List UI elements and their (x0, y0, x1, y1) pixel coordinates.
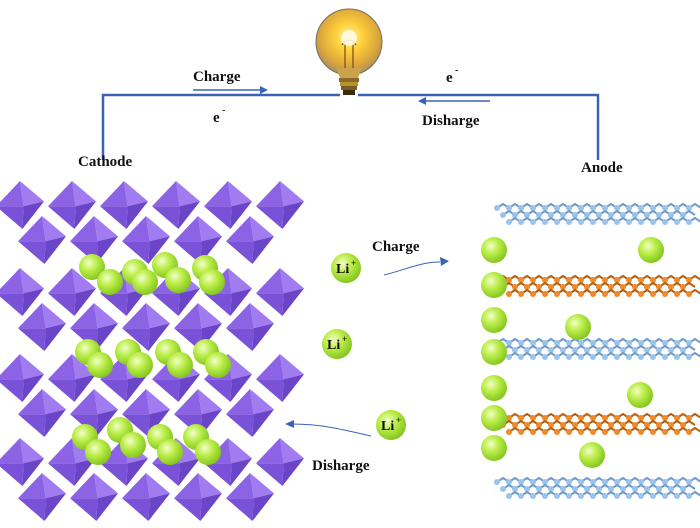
octahedron (204, 181, 252, 229)
svg-text:-: - (222, 105, 225, 116)
svg-text:e: e (213, 110, 220, 126)
octahedron (18, 473, 66, 521)
lithium-sphere (195, 439, 221, 465)
lithium-sphere (167, 352, 193, 378)
lithium-sphere (85, 439, 111, 465)
octahedron (122, 216, 170, 264)
octahedron (256, 354, 304, 402)
octahedron (122, 303, 170, 351)
octahedron (70, 473, 118, 521)
lithium-sphere (638, 237, 664, 263)
discharge-arrow-bottom (285, 420, 372, 437)
octahedron (48, 268, 96, 316)
octahedron (18, 389, 66, 437)
electron-label-right: e - (446, 65, 458, 86)
light-bulb-icon (315, 8, 383, 95)
octahedron (100, 181, 148, 229)
svg-text:-: - (455, 65, 458, 76)
octahedron (0, 181, 44, 229)
octahedron (70, 216, 118, 264)
lithium-sphere (165, 267, 191, 293)
lithium-sphere (481, 307, 507, 333)
lithium-sphere (97, 269, 123, 295)
lithium-ion-2: Li + (322, 329, 352, 359)
lithium-sphere (127, 352, 153, 378)
svg-text:+: + (342, 334, 347, 344)
svg-text:+: + (351, 258, 356, 268)
lithium-sphere (565, 314, 591, 340)
lithium-sphere (157, 439, 183, 465)
lithium-sphere (199, 269, 225, 295)
lithium-ion-1: Li + (331, 253, 361, 283)
graphite-layer (494, 412, 700, 435)
octahedron (152, 181, 200, 229)
circuit-wire (101, 93, 600, 160)
lithium-sphere (481, 435, 507, 461)
lithium-sphere (481, 237, 507, 263)
svg-text:Li: Li (327, 338, 340, 353)
graphite-layer (494, 202, 700, 225)
lithium-sphere (120, 432, 146, 458)
octahedron (256, 268, 304, 316)
octahedron (256, 438, 304, 486)
cathode-label: Cathode (78, 154, 133, 170)
graphite-layer (494, 274, 700, 297)
lithium-sphere (87, 352, 113, 378)
svg-text:e: e (446, 70, 453, 86)
charge-label-middle: Charge (372, 239, 420, 255)
svg-text:Li: Li (336, 262, 349, 277)
lithium-sphere (481, 375, 507, 401)
octahedron (0, 438, 44, 486)
graphite-layer (494, 476, 700, 499)
discharge-arrow-top (418, 97, 490, 105)
octahedron (0, 354, 44, 402)
charge-arrow-middle (383, 257, 449, 276)
octahedron (174, 216, 222, 264)
charge-label-top: Charge (193, 69, 241, 85)
anode-structure (481, 202, 700, 499)
discharge-label-bottom: Disharge (312, 458, 370, 474)
octahedron (226, 473, 274, 521)
cathode-structure (0, 181, 304, 521)
octahedron (0, 268, 44, 316)
lithium-ion-3: Li + (376, 410, 406, 440)
charge-arrow-top (193, 86, 268, 94)
lithium-sphere (579, 442, 605, 468)
octahedron (48, 438, 96, 486)
lithium-sphere (132, 269, 158, 295)
lithium-sphere (481, 405, 507, 431)
octahedron (18, 216, 66, 264)
octahedron (226, 303, 274, 351)
anode-label: Anode (581, 160, 623, 176)
lithium-sphere (79, 254, 105, 280)
graphite-layer (494, 337, 700, 360)
octahedron (18, 303, 66, 351)
lithium-sphere (481, 339, 507, 365)
svg-text:Li: Li (381, 419, 394, 434)
lithium-sphere (205, 352, 231, 378)
electron-label-left: e - (213, 105, 225, 126)
octahedron (226, 389, 274, 437)
octahedron (256, 181, 304, 229)
octahedron (48, 181, 96, 229)
svg-text:+: + (396, 415, 401, 425)
lithium-sphere (627, 382, 653, 408)
lithium-sphere (481, 272, 507, 298)
octahedron (226, 216, 274, 264)
octahedron (174, 473, 222, 521)
discharge-label-top: Disharge (422, 113, 480, 129)
octahedron (122, 473, 170, 521)
